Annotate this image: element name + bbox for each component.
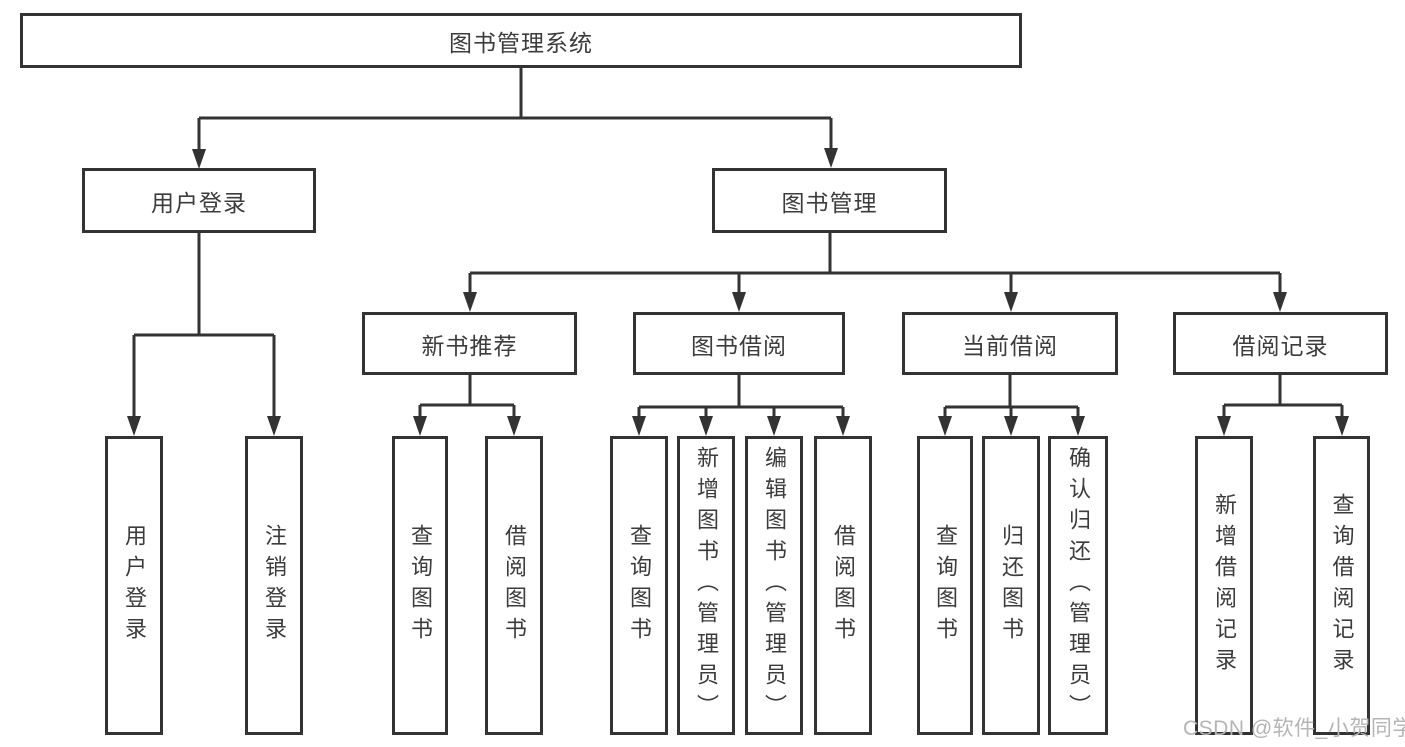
leaf-edit-book-admin: 编辑图书（管理员） <box>745 436 803 735</box>
leaf-query-book-2: 查询图书 <box>610 436 668 735</box>
node-label: 编辑图书（管理员） <box>762 446 787 725</box>
node-label: 新增图书（管理员） <box>694 446 719 725</box>
leaf-confirm-return-admin: 确认归还（管理员） <box>1048 436 1108 735</box>
node-label: 查询图书 <box>627 523 652 648</box>
node-borrow-record: 借阅记录 <box>1173 312 1388 375</box>
node-label: 确认归还（管理员） <box>1066 446 1091 725</box>
node-new-book-recommend: 新书推荐 <box>362 312 577 375</box>
leaf-add-borrow-record: 新增借阅记录 <box>1195 436 1253 735</box>
leaf-return-book: 归还图书 <box>982 436 1040 735</box>
node-label: 借阅记录 <box>1232 332 1329 359</box>
leaf-borrow-book-2: 借阅图书 <box>814 436 872 735</box>
leaf-query-book-3: 查询图书 <box>917 436 973 735</box>
node-book-management: 图书管理 <box>712 168 947 233</box>
node-label: 新书推荐 <box>421 332 518 359</box>
node-label: 图书借阅 <box>691 332 787 359</box>
watermark: CSDN @软件_小贺同学 <box>1183 717 1405 740</box>
node-label: 借阅图书 <box>831 523 856 648</box>
node-user-login-branch: 用户登录 <box>82 168 316 233</box>
node-label: 查询图书 <box>408 523 433 648</box>
node-label: 用户登录 <box>151 189 247 216</box>
node-label: 归还图书 <box>999 523 1024 648</box>
node-label: 图书管理系统 <box>449 29 593 56</box>
node-label: 新增借阅记录 <box>1212 492 1237 679</box>
leaf-query-borrow-record: 查询借阅记录 <box>1313 436 1370 735</box>
leaf-query-book-1: 查询图书 <box>392 436 448 735</box>
leaf-add-book-admin: 新增图书（管理员） <box>677 436 735 735</box>
node-label: 注销登录 <box>262 523 287 648</box>
node-book-borrow: 图书借阅 <box>633 312 845 375</box>
node-label: 借阅图书 <box>502 523 527 648</box>
arrowhead-icons <box>127 148 1349 436</box>
node-root-system: 图书管理系统 <box>20 13 1022 68</box>
leaf-borrow-book-1: 借阅图书 <box>485 436 543 735</box>
node-current-borrow: 当前借阅 <box>902 312 1118 375</box>
node-label: 查询借阅记录 <box>1329 492 1355 679</box>
node-label: 查询图书 <box>933 523 958 648</box>
leaf-logout: 注销登录 <box>245 436 303 735</box>
node-label: 当前借阅 <box>962 332 1058 359</box>
node-label: 用户登录 <box>122 523 147 648</box>
leaf-user-login: 用户登录 <box>105 436 163 735</box>
node-label: 图书管理 <box>781 189 878 216</box>
